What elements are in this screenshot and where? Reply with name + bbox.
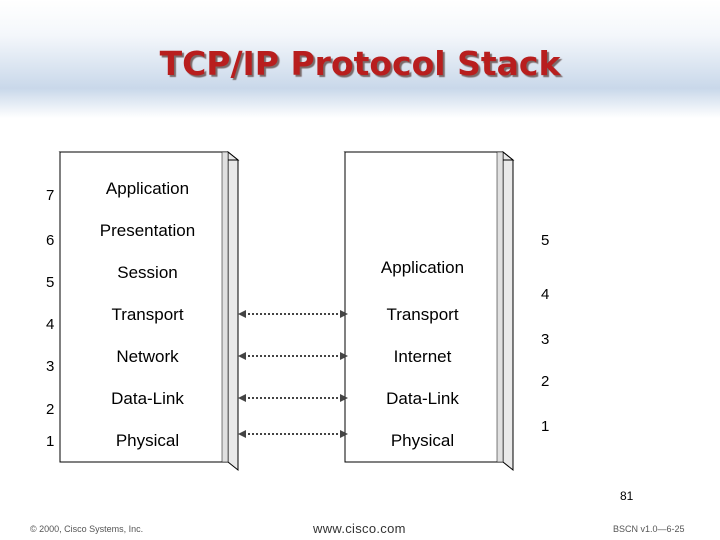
- osi-layer-number: 6: [46, 232, 55, 249]
- arrow-head-left: [238, 430, 246, 438]
- osi-layer-number: 4: [46, 316, 55, 333]
- osi-stack-box: [58, 150, 240, 472]
- tcpip-layer-number: 5: [541, 232, 550, 249]
- tcpip-layer-label: Physical: [390, 431, 455, 450]
- osi-layer-number: 3: [46, 358, 55, 375]
- tcpip-layer-number: 2: [541, 373, 550, 390]
- osi-layer-label: Network: [116, 347, 179, 366]
- osi-layer-number: 2: [46, 401, 55, 418]
- title-banner: [0, 0, 720, 118]
- tcpip-layer-number: 1: [541, 418, 550, 435]
- layer-mapping-arrows: [244, 313, 342, 435]
- footer-url: www.cisco.com: [313, 521, 406, 536]
- osi-layer-number: 1: [46, 433, 55, 450]
- arrow-head-right: [340, 352, 348, 360]
- arrow-head-left: [238, 394, 246, 402]
- osi-layer-label: Application: [105, 179, 190, 198]
- osi-layer-label: Transport: [111, 305, 184, 324]
- osi-layer-number: 5: [46, 274, 55, 291]
- footer-course-code: BSCN v1.0—6-25: [613, 524, 685, 534]
- tcpip-layer-number: 4: [541, 286, 550, 303]
- page-number: 81: [620, 489, 634, 503]
- arrow-head-right: [340, 310, 348, 318]
- page-title: TCP/IP Protocol Stack: [159, 44, 561, 83]
- osi-layer-number: 7: [46, 187, 55, 204]
- osi-layer-label: Physical: [115, 431, 180, 450]
- arrow-head-right: [340, 394, 348, 402]
- osi-layer-label: Session: [117, 263, 178, 282]
- osi-layer-label: Data-Link: [111, 389, 184, 408]
- tcpip-stack-box: [343, 150, 515, 472]
- tcpip-layer-number: 3: [541, 331, 550, 348]
- tcpip-layer-label: Application: [380, 258, 465, 277]
- tcpip-layer-label: Internet: [393, 347, 452, 366]
- footer-copyright: © 2000, Cisco Systems, Inc.: [30, 524, 144, 534]
- arrow-head-right: [340, 430, 348, 438]
- tcpip-layer-label: Transport: [386, 305, 459, 324]
- osi-layer-label: Presentation: [99, 221, 196, 240]
- tcpip-layer-label: Data-Link: [386, 389, 459, 408]
- arrow-head-left: [238, 310, 246, 318]
- arrow-head-left: [238, 352, 246, 360]
